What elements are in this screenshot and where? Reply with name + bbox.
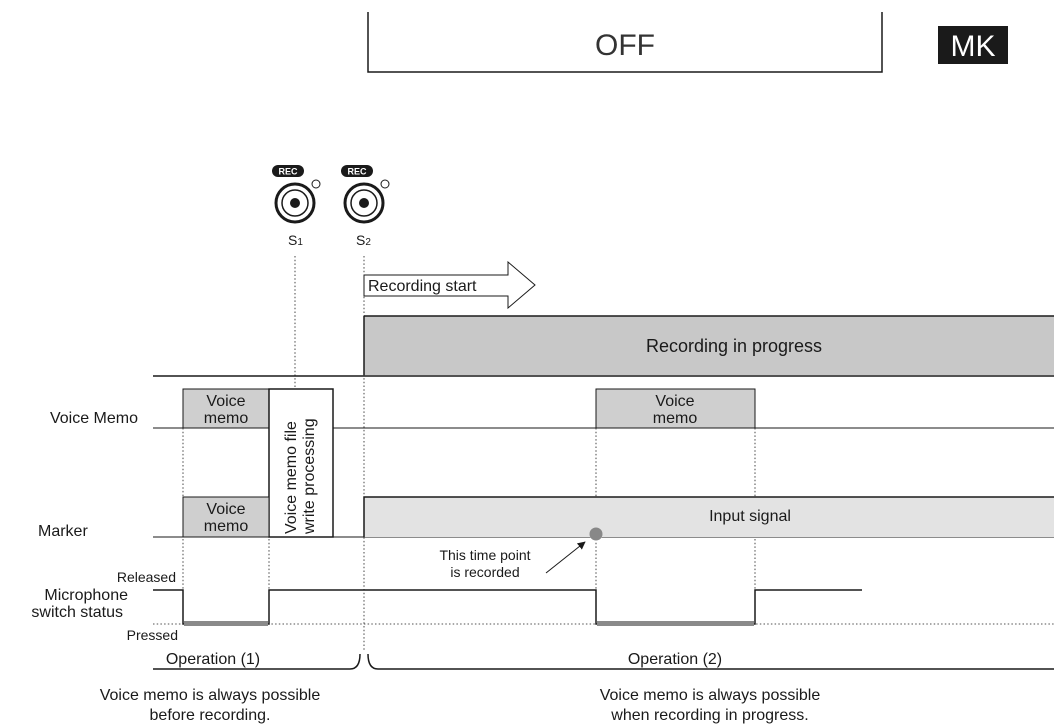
marker-point-icon (589, 527, 603, 541)
voice-memo-block-label: Voice (206, 501, 245, 518)
recording-in-progress-bar: Recording in progress (363, 315, 1054, 375)
voice-memo-block-label: Voice (655, 393, 694, 410)
pressed-bar (184, 621, 268, 626)
operation-brackets: Operation (1) Operation (2) (153, 651, 1054, 670)
recording-start-label: Recording start (368, 278, 477, 295)
microphone-row-label: switch status (31, 604, 123, 621)
rec-button-dot-icon (290, 198, 300, 208)
microphone-row-label: Microphone (44, 587, 128, 604)
operation-2-bracket (367, 653, 1054, 670)
voice-memo-row-label: Voice Memo (50, 410, 138, 427)
rec-tag (272, 165, 304, 177)
voice-memo-block (182, 496, 270, 538)
file-write-label: write processing (301, 418, 318, 535)
caption-during: Voice memo is always possible (600, 687, 821, 704)
voice-memo-block-label: memo (204, 518, 249, 535)
mode-badge-bg (938, 26, 1008, 64)
pressed-label: Pressed (127, 627, 178, 643)
marker-row: Marker Voice memo Input signal This time… (38, 496, 1054, 580)
voice-memo-block (182, 388, 270, 429)
rec-indicator-icon (311, 179, 321, 189)
rec-button-s1: REC S1 (272, 165, 321, 248)
file-write-processing-block: Voice memo file write processing (268, 388, 334, 538)
voice-memo-block-label: Voice (206, 393, 245, 410)
mode-header: OFF MK (367, 12, 1008, 73)
mode-value: OFF (595, 29, 655, 62)
microphone-switch-row: Released Microphone switch status Presse… (31, 569, 1054, 643)
file-write-label: Voice memo file (283, 421, 300, 534)
caption-during: when recording in progress. (610, 707, 808, 724)
pressed-bar (597, 621, 754, 626)
recording-start-arrow: Recording start (363, 260, 536, 310)
recording-bar-fill (364, 316, 1054, 375)
rec-indicator-icon (380, 179, 390, 189)
annotation-arrow-icon (545, 541, 586, 574)
rec-tag (341, 165, 373, 177)
annotation-text: is recorded (450, 564, 519, 580)
recording-in-progress-label: Recording in progress (646, 336, 822, 356)
input-signal-label: Input signal (709, 508, 791, 525)
operation-1-bracket (153, 653, 361, 670)
captions: Voice memo is always possible before rec… (100, 687, 821, 724)
button-label-s1: S1 (288, 232, 303, 248)
voice-memo-block (595, 388, 756, 429)
operation-2-label: Operation (2) (628, 651, 722, 668)
annotation-text: This time point (439, 547, 530, 563)
marker-row-label: Marker (38, 523, 88, 540)
mode-bracket (367, 12, 883, 73)
rec-button-s2: REC S2 (341, 165, 390, 248)
input-signal-bar (364, 497, 1054, 537)
operation-1-label: Operation (1) (166, 651, 260, 668)
button-label-s2: S2 (356, 232, 371, 248)
caption-before: before recording. (150, 707, 271, 724)
rec-tag-label: REC (347, 167, 367, 177)
released-label: Released (117, 569, 176, 585)
arrow-right-icon (363, 260, 536, 310)
voice-memo-block-label: memo (653, 410, 698, 427)
caption-before: Voice memo is always possible (100, 687, 321, 704)
rec-tag-label: REC (278, 167, 298, 177)
rec-button-dot-icon (359, 198, 369, 208)
microphone-switch-signal (153, 589, 862, 625)
mode-badge: MK (951, 30, 996, 63)
voice-memo-block-label: memo (204, 410, 249, 427)
voice-memo-row: Voice Memo Voice memo Voice memo (50, 388, 1054, 429)
